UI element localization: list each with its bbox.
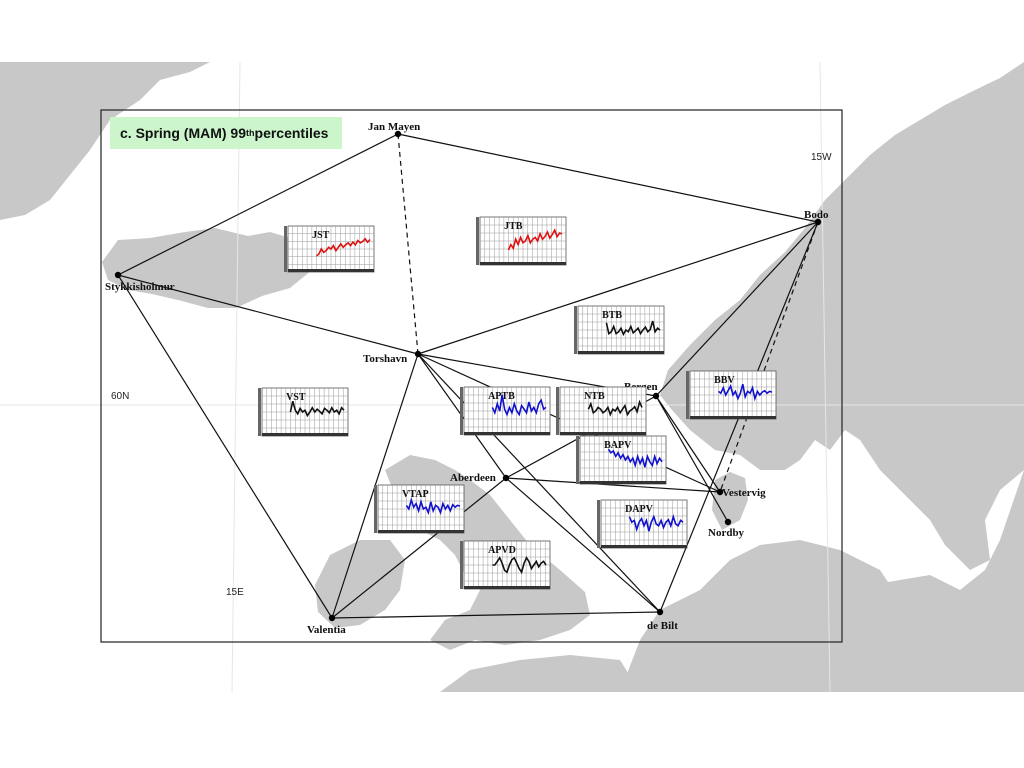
- panel-series-ntb: [587, 399, 643, 417]
- station-dot-bergen: [652, 392, 660, 400]
- station-label-de-bilt: de Bilt: [647, 620, 678, 632]
- station-dot-vestervig: [716, 488, 724, 496]
- panel-series-apvd: [492, 556, 547, 575]
- panel-y-axis: [597, 500, 600, 548]
- panel-label-jst: JST: [312, 230, 330, 241]
- panel-series-bapv: [607, 448, 663, 469]
- stations: [114, 130, 822, 622]
- panel-series-jtb: [507, 228, 563, 251]
- dashed-lines: [397, 133, 819, 493]
- iceland-land: [102, 228, 320, 308]
- greenland-land: [0, 62, 210, 220]
- station-dot-stykkisholmur: [114, 271, 122, 279]
- station-dot-valentia: [328, 614, 336, 622]
- ireland-land: [315, 540, 405, 628]
- lat-60n-label: 60N: [111, 391, 129, 402]
- panel-y-axis: [258, 388, 261, 436]
- panel-aptb: APTB: [460, 386, 551, 436]
- timeseries-panels: JST JTB BTB VST APTB NTB BBV BAPV VTAP DAPV APVD: [258, 216, 777, 590]
- lon-15w-label: 15W: [811, 152, 832, 163]
- panel-series-dapv: [628, 514, 684, 533]
- panel-series-vst: [289, 400, 345, 418]
- station-label-nordby: Nordby: [708, 527, 745, 539]
- panel-bapv: BAPV: [576, 435, 667, 485]
- panel-label-bapv: BAPV: [604, 440, 632, 451]
- station-dot-torshavn: [414, 350, 422, 358]
- panel-vtap: VTAP: [374, 484, 465, 534]
- panel-label-vst: VST: [286, 392, 306, 403]
- station-label-torshavn: Torshavn: [363, 353, 407, 365]
- panel-x-axis: [378, 530, 464, 533]
- panel-x-axis: [464, 586, 550, 589]
- panel-label-dapv: DAPV: [625, 504, 654, 515]
- panel-x-axis: [262, 433, 348, 436]
- panel-label-vtap: VTAP: [402, 489, 428, 500]
- station-labels: Jan Mayen Bodo Stykkisholmur Torshavn Be…: [105, 121, 829, 636]
- panel-vst: VST: [258, 387, 349, 437]
- station-label-jan-mayen: Jan Mayen: [368, 121, 420, 133]
- france-land: [440, 655, 640, 692]
- panel-x-axis: [580, 481, 666, 484]
- panel-series-aptb: [491, 394, 547, 417]
- station-dot-aberdeen: [502, 474, 510, 482]
- panel-series-bbv: [717, 383, 773, 402]
- panel-y-axis: [576, 436, 579, 484]
- europe-land: [620, 540, 900, 692]
- panel-label-btb: BTB: [602, 310, 622, 321]
- panel-label-aptb: APTB: [488, 391, 515, 402]
- panel-y-axis: [574, 306, 577, 354]
- map-title-main: c. Spring (MAM) 99: [120, 125, 247, 141]
- station-dot-nordby: [724, 518, 732, 526]
- station-label-valentia: Valentia: [307, 624, 346, 636]
- panel-series-jst: [315, 237, 371, 257]
- station-label-vestervig: Vestervig: [722, 487, 766, 499]
- panel-dapv: DAPV: [597, 499, 688, 549]
- panel-label-bbv: BBV: [714, 375, 735, 386]
- panel-x-axis: [690, 416, 776, 419]
- panel-series-btb: [605, 320, 661, 337]
- panel-bbv: BBV: [686, 370, 777, 420]
- panel-y-axis: [284, 226, 287, 272]
- lon-15e-label: 15E: [226, 587, 244, 598]
- panel-y-axis: [460, 387, 463, 435]
- panel-jst: JST: [284, 225, 375, 273]
- station-label-aberdeen: Aberdeen: [450, 472, 496, 484]
- station-dot-bodo: [814, 218, 822, 226]
- panel-x-axis: [288, 269, 374, 272]
- station-dot-jan-mayen: [394, 130, 402, 138]
- panel-y-axis: [556, 387, 559, 435]
- panel-apvd: APVD: [460, 540, 551, 590]
- panel-label-ntb: NTB: [584, 391, 605, 402]
- panel-x-axis: [480, 262, 566, 265]
- panel-label-jtb: JTB: [504, 221, 523, 232]
- map-frame: [100, 109, 843, 643]
- panel-ntb: NTB: [556, 386, 647, 436]
- station-dot-de-bilt: [656, 608, 664, 616]
- panel-btb: BTB: [574, 305, 665, 355]
- denmark-land: [712, 472, 748, 530]
- panel-y-axis: [686, 371, 689, 419]
- panel-y-axis: [460, 541, 463, 589]
- station-label-bodo: Bodo: [804, 209, 829, 221]
- map-title-superscript: th: [246, 128, 255, 138]
- panel-y-axis: [374, 485, 377, 533]
- station-label-stykkisholmur: Stykkisholmur: [105, 281, 175, 293]
- panel-x-axis: [560, 432, 646, 435]
- finland-land: [860, 470, 1024, 692]
- panel-y-axis: [476, 217, 479, 265]
- panel-x-axis: [464, 432, 550, 435]
- panel-label-apvd: APVD: [488, 545, 516, 556]
- panel-series-vtap: [405, 497, 461, 516]
- map-title-rest: percentiles: [254, 125, 329, 141]
- panel-x-axis: [578, 351, 664, 354]
- panel-x-axis: [601, 545, 687, 548]
- panel-jtb: JTB: [476, 216, 567, 266]
